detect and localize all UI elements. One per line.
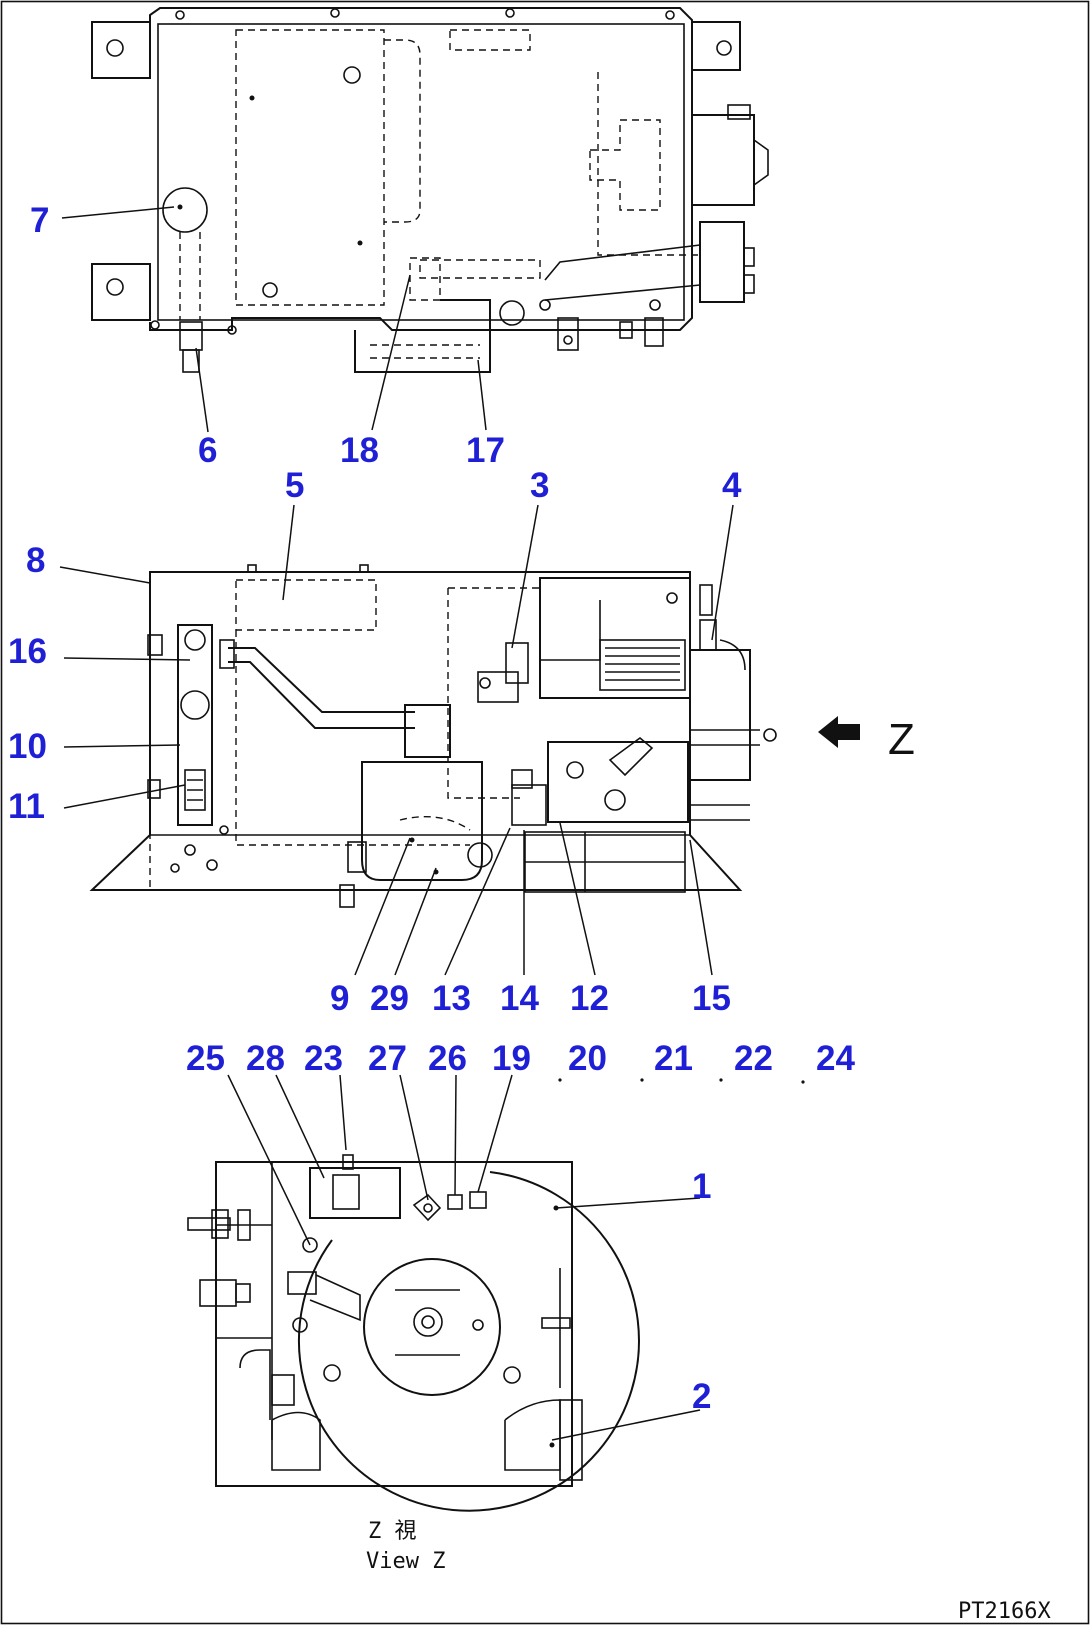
callout-20: 20 xyxy=(568,1039,607,1078)
callout-6: 6 xyxy=(198,431,217,470)
callout-22: 22 xyxy=(734,1039,773,1078)
callout-4: 4 xyxy=(722,466,742,505)
callout-7: 7 xyxy=(30,201,49,240)
callout-2: 2 xyxy=(692,1377,711,1416)
callout-17: 17 xyxy=(466,431,505,470)
view-z-arrow xyxy=(818,716,860,748)
callout-8: 8 xyxy=(26,541,45,580)
callout-21: 21 xyxy=(654,1039,693,1078)
callout-12: 12 xyxy=(570,979,609,1018)
callout-13: 13 xyxy=(432,979,471,1018)
callout-19: 19 xyxy=(492,1039,531,1078)
view-caption-en: View Z xyxy=(366,1549,445,1574)
view-z-arrow-label: Z xyxy=(888,715,915,764)
view-caption-jp: Z 視 xyxy=(368,1519,417,1544)
top-view-assembly xyxy=(91,7,769,373)
view-z-assembly xyxy=(187,1154,640,1512)
callout-9: 9 xyxy=(330,979,349,1018)
callout-11: 11 xyxy=(8,787,45,826)
leader-lines xyxy=(59,206,805,1441)
callout-15: 15 xyxy=(692,979,731,1018)
callout-10: 10 xyxy=(8,727,47,766)
callout-24: 24 xyxy=(816,1039,855,1078)
callout-25: 25 xyxy=(186,1039,225,1078)
callout-1: 1 xyxy=(692,1167,711,1206)
callout-23: 23 xyxy=(304,1039,343,1078)
side-view-assembly xyxy=(89,564,777,908)
callout-28: 28 xyxy=(246,1039,285,1078)
callout-26: 26 xyxy=(428,1039,467,1078)
callout-16: 16 xyxy=(8,632,47,671)
callout-27: 27 xyxy=(368,1039,407,1078)
callout-3: 3 xyxy=(530,466,549,505)
drawing-code: PT2166X xyxy=(958,1599,1051,1624)
callout-29: 29 xyxy=(370,979,409,1018)
callout-labels: 7 6 18 17 5 3 4 8 16 10 11 9 29 13 14 12… xyxy=(8,201,855,1416)
callout-18: 18 xyxy=(340,431,379,470)
callout-14: 14 xyxy=(500,979,539,1018)
callout-5: 5 xyxy=(285,466,304,505)
